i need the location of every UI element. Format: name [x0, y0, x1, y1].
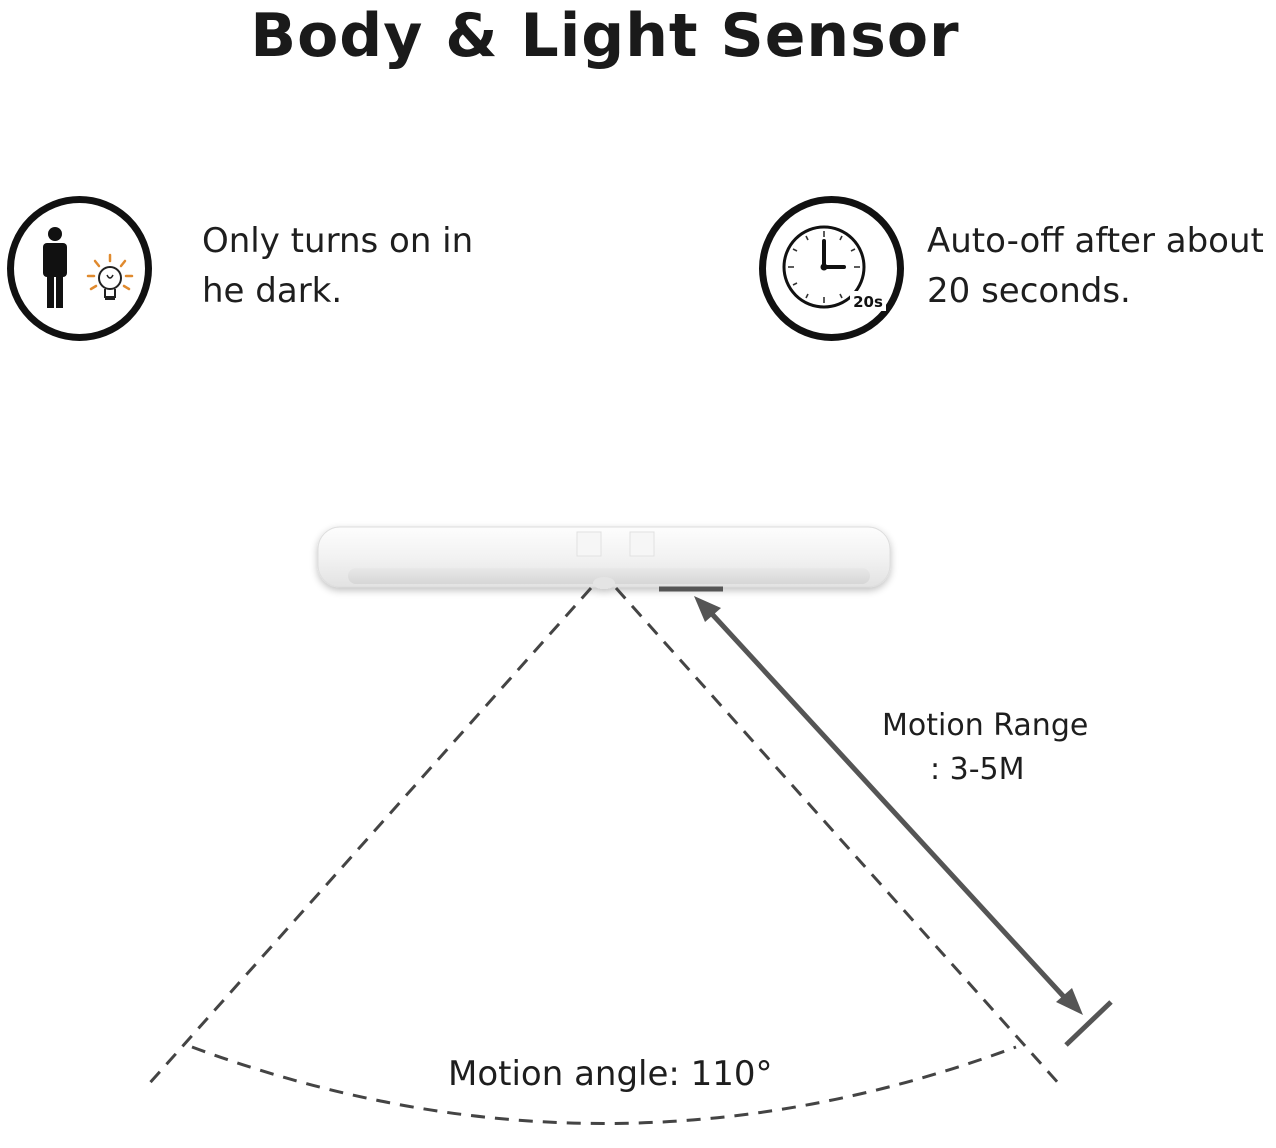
range-arrow [659, 586, 1113, 1047]
motion-range-value: : 3-5M [930, 752, 1025, 787]
feature-autooff-line-1: Auto-off after about [927, 221, 1264, 261]
clock-icon: 20s [759, 196, 904, 341]
motion-angle-label: Motion angle: 110° [448, 1054, 773, 1094]
light-bar-device [317, 526, 891, 589]
motion-range-label: Motion Range [882, 708, 1089, 743]
feature-light-text: Only turns on in he dark. [202, 216, 473, 316]
clock-badge: 20s [853, 293, 883, 311]
lightbulb-icon [86, 253, 134, 300]
motion-cone [146, 587, 1062, 1125]
feature-light-line-1: Only turns on in [202, 221, 474, 261]
person-lightbulb-icon [7, 196, 152, 341]
feature-autooff-line-2: 20 seconds. [927, 271, 1131, 311]
person-icon [43, 227, 67, 308]
page-title: Body & Light Sensor [250, 1, 960, 71]
feature-light-line-2: he dark. [202, 271, 343, 311]
feature-autooff-text: Auto-off after about 20 seconds. [927, 216, 1264, 316]
